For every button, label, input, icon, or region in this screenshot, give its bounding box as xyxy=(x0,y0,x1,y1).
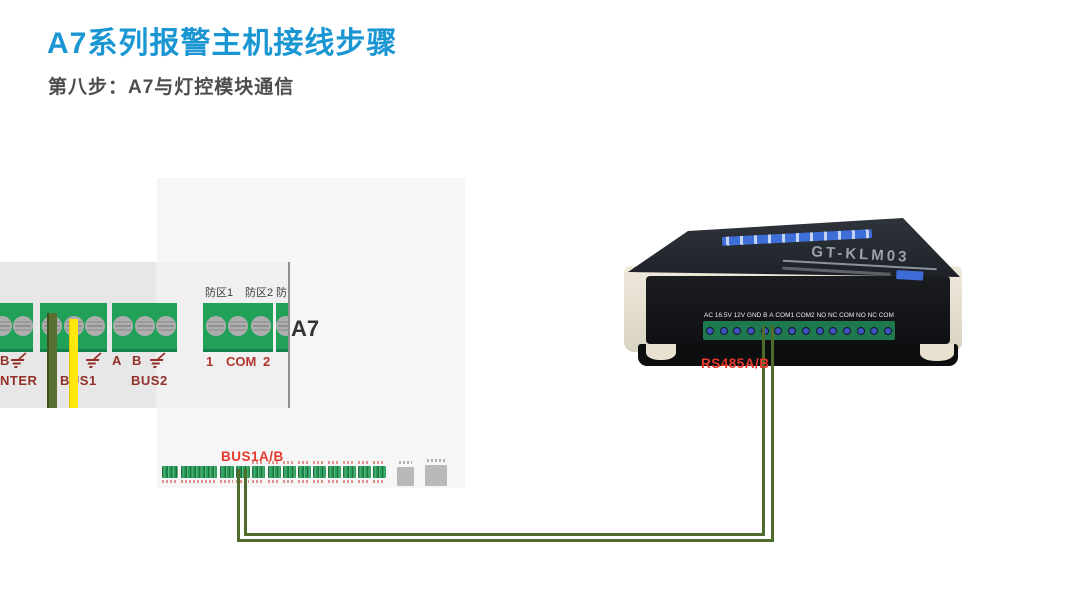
board-component xyxy=(397,461,414,486)
terminal-screw xyxy=(883,326,892,335)
screw-terminal xyxy=(113,316,134,336)
screw-terminal xyxy=(85,316,106,336)
terminal-label: NO xyxy=(816,312,827,319)
terminal-label: COM xyxy=(878,312,894,319)
screw-terminal xyxy=(250,316,271,336)
terminal-label: GND xyxy=(746,312,762,319)
zone-pin1-label: 1 xyxy=(206,354,214,369)
bus1-wire-green xyxy=(47,313,57,408)
wire-a-right-vertical xyxy=(771,326,774,542)
rs485-annotation: RS485A/B xyxy=(701,356,770,371)
wire-b-horizontal xyxy=(244,533,765,536)
bus1ab-annotation: BUS1A/B xyxy=(221,449,284,464)
screw-terminal xyxy=(134,316,155,336)
brand-badge xyxy=(896,270,924,281)
terminal-screw xyxy=(829,326,838,335)
terminal-screw xyxy=(774,326,783,335)
terminal-screw xyxy=(788,326,797,335)
mini-terminal-block xyxy=(298,461,311,483)
mini-terminal-block xyxy=(283,461,296,483)
page-title: A7系列报警主机接线步骤 xyxy=(47,27,398,60)
terminal-label: COM1 xyxy=(775,312,795,319)
mini-terminal-block xyxy=(252,461,265,483)
terminal-zoom-inset: 防区1 防区2 防 B xyxy=(0,262,290,408)
terminal-label: COM xyxy=(839,312,855,319)
terminal-screw xyxy=(747,326,756,335)
wire-b-left-vertical xyxy=(244,469,247,536)
bus2-a-label: A xyxy=(112,353,122,368)
screw-terminal xyxy=(12,316,33,336)
terminal-screw xyxy=(856,326,865,335)
device-foot xyxy=(920,344,954,361)
terminal-screw xyxy=(733,326,742,335)
mini-terminal-strip xyxy=(157,461,465,483)
wire-a-left-vertical xyxy=(237,469,240,542)
terminal-label: NC xyxy=(867,312,877,319)
mini-terminal-block xyxy=(373,461,386,483)
mini-terminal-block xyxy=(220,466,234,483)
ground-icon xyxy=(8,352,29,369)
terminal-label: NO xyxy=(856,312,866,319)
bus2-b-label: B xyxy=(132,353,142,368)
terminal-block-partial xyxy=(276,303,288,352)
terminal-block-bus2 xyxy=(112,303,177,352)
terminal-screw xyxy=(815,326,824,335)
mini-terminal-block xyxy=(268,461,281,483)
zone1-label: 防区1 xyxy=(205,287,234,299)
ground-icon xyxy=(83,352,104,369)
terminal-screw xyxy=(719,326,728,335)
terminal-label: AC xyxy=(704,312,714,319)
terminal-label: 12V xyxy=(733,312,746,319)
terminal-label: A xyxy=(769,312,774,319)
terminal-label: B xyxy=(763,312,768,319)
printer-b-label: B xyxy=(0,353,10,368)
terminal-screw xyxy=(706,326,714,335)
screw-terminal xyxy=(155,316,176,336)
terminal-label: 16.5V xyxy=(714,312,732,319)
screw-terminal xyxy=(0,316,13,336)
terminal-screw xyxy=(801,326,810,335)
device-terminal-strip xyxy=(703,321,895,340)
ground-icon xyxy=(147,352,168,369)
page-subtitle: 第八步：A7与灯控模块通信 xyxy=(48,77,295,98)
board-component xyxy=(425,459,447,486)
wire-a-horizontal xyxy=(237,539,774,542)
mini-terminal-block xyxy=(313,461,326,483)
bus2-label: BUS2 xyxy=(131,373,168,388)
zone-pin-com-label: COM xyxy=(226,354,257,369)
a7-board-label: A7 xyxy=(291,316,320,341)
screw-terminal xyxy=(228,316,248,336)
terminal-block-zone xyxy=(203,303,273,352)
mini-terminal-block xyxy=(162,466,178,483)
zone2-label: 防区2 xyxy=(245,287,274,299)
device-foot xyxy=(646,344,676,360)
terminal-label: NC xyxy=(827,312,838,319)
terminal-screw xyxy=(842,326,851,335)
zone-pin2-label: 2 xyxy=(263,354,271,369)
terminal-block-printer xyxy=(0,303,33,352)
mini-terminal-block xyxy=(343,461,356,483)
zone3-label: 防 xyxy=(276,287,287,299)
screw-terminal xyxy=(205,316,226,336)
printer-label: NTER xyxy=(0,373,38,388)
terminal-label: COM2 xyxy=(795,312,815,319)
device-base xyxy=(638,344,958,366)
terminal-screw xyxy=(870,326,879,335)
wire-b-right-vertical xyxy=(762,326,765,536)
mini-terminal-block xyxy=(358,461,371,483)
bus1-wire-yellow xyxy=(69,319,78,408)
mini-terminal-block xyxy=(181,466,217,483)
mini-terminal-block xyxy=(328,461,341,483)
screw-terminal xyxy=(276,316,288,336)
bus1-label: BUS1 xyxy=(60,373,97,388)
